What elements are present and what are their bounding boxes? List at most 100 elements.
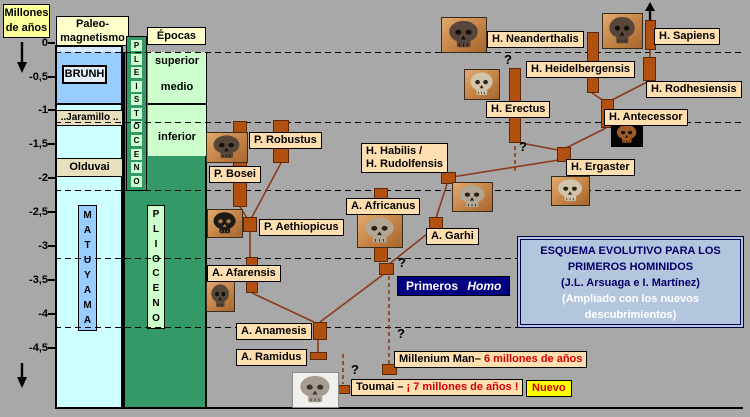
axis-tick-label: -3 <box>38 240 48 252</box>
label-h-neanderthalis: H. Neanderthalis <box>487 31 584 48</box>
stack-letter: I <box>131 80 142 92</box>
axis-tick-mark <box>48 109 55 111</box>
holocene-strip <box>57 47 121 52</box>
toumai-label: Toumai – ¡ 7 millones de años ! <box>351 379 524 396</box>
axis-tick-label: -4,5 <box>29 342 48 354</box>
axis-unit-line1: Millones <box>4 7 49 19</box>
stack-letter: O <box>152 312 160 324</box>
label-a-anamesis: A. Anamesis <box>236 323 312 340</box>
stack-letter: T <box>131 107 142 119</box>
skull-icon <box>213 212 236 234</box>
paleomagnetism-header: Paleo- magnetismo <box>56 16 129 46</box>
skull-icon <box>616 124 637 143</box>
millenium-man-age: 6 millones de años <box>480 353 583 365</box>
junction-node <box>379 263 394 275</box>
epoch-inferior-label: inferior <box>158 131 196 143</box>
stack-letter: O <box>131 175 142 187</box>
label-h-antecessor: H. Antecessor <box>604 109 688 126</box>
stack-letter: O <box>131 121 142 133</box>
paleomagnetism-header-line2: magnetismo <box>60 32 125 44</box>
lineage-connector <box>251 292 315 323</box>
uncertainty-question-mark: ? <box>397 326 405 341</box>
lineage-connector <box>565 127 607 149</box>
axis-tick-mark <box>48 313 55 315</box>
stack-letter: M <box>83 299 92 311</box>
stack-letter: U <box>83 254 92 266</box>
lineage-connector <box>251 162 282 218</box>
toumai-text: Toumai – <box>356 381 404 393</box>
label-a-africanus: A. Africanus <box>346 198 421 215</box>
primeros-homo-text: Primeros <box>406 279 459 293</box>
label-p-aethiopicus: P. Aethiopicus <box>259 219 344 236</box>
afarensis-skull-image <box>206 281 235 312</box>
label-h-habilis-line2: H. Rudolfensis <box>366 158 444 170</box>
info-box: ESQUEMA EVOLUTIVO PARA LOS PRIMEROS HOMI… <box>517 236 744 328</box>
olduvai-band: Olduvai <box>56 158 123 177</box>
stack-letter: E <box>131 148 142 160</box>
uncertainty-question-mark: ? <box>398 255 406 270</box>
info-line4: (Ampliado con los nuevos <box>562 293 699 305</box>
stack-letter: P <box>131 40 142 52</box>
axis-arrow-top-head <box>17 62 27 73</box>
axis-tick-mark <box>48 76 55 78</box>
stack-letter: P <box>152 209 160 221</box>
habilis-skull-image <box>452 182 493 212</box>
stack-letter: C <box>131 134 142 146</box>
label-p-robustus: P. Robustus <box>249 132 322 149</box>
bosei-skull-image <box>206 132 248 163</box>
stack-letter: A <box>83 314 92 326</box>
skull-icon <box>558 179 583 202</box>
axis-tick-mark <box>48 143 55 145</box>
stack-letter: T <box>84 239 91 251</box>
lineage-connector <box>451 159 560 178</box>
lineage-connector <box>435 183 448 219</box>
brunh-label: BRUNH <box>62 65 107 84</box>
sapiens-skull-image <box>602 13 643 49</box>
axis-tick-label: -2,5 <box>29 206 48 218</box>
axis-tick-mark <box>48 347 55 349</box>
toumai-skull-image <box>292 372 339 408</box>
bottom-frame-line <box>55 407 743 409</box>
stack-letter: A <box>83 284 92 296</box>
axis-tick-label: -2 <box>38 172 48 184</box>
epochs-header: Épocas <box>147 27 206 45</box>
axis-tick-label: -0,5 <box>29 71 48 83</box>
uncertainty-question-mark: ? <box>519 139 527 154</box>
primeros-homo-italic: Homo <box>467 279 502 293</box>
label-a-ramidus: A. Ramidus <box>236 349 307 366</box>
erectus-skull-image <box>464 69 500 100</box>
axis-tick-label: 0 <box>41 37 48 49</box>
label-a-garhi: A. Garhi <box>426 228 479 245</box>
stack-letter: E <box>131 67 142 79</box>
label-h-erectus: H. Erectus <box>486 101 551 118</box>
axis-unit-line2: de años <box>5 22 48 34</box>
lineage-connector <box>387 229 433 266</box>
info-line1: ESQUEMA EVOLUTIVO PARA LOS <box>540 245 721 257</box>
axis-tick-mark <box>48 279 55 281</box>
axis-tick-mark <box>48 177 55 179</box>
lineage-connector <box>239 206 248 219</box>
skull-icon <box>470 72 493 95</box>
stack-letter: S <box>131 94 142 106</box>
rodhesiensis-range-bar <box>643 57 656 81</box>
info-line2: PRIMEROS HOMINIDOS <box>567 261 694 273</box>
info-line3: (J.L. Arsuaga e I. Martínez) <box>561 277 700 289</box>
lineage-connector <box>520 142 559 151</box>
stack-letter: L <box>131 53 142 65</box>
axis-tick-label: -1,5 <box>29 138 48 150</box>
stack-letter: Y <box>84 269 91 281</box>
ramidus-node <box>310 352 327 360</box>
millenium-man-text: Millenium Man– <box>399 353 481 365</box>
stack-letter: M <box>83 209 92 221</box>
epoch-superior-label: superior <box>154 55 199 67</box>
skull-icon <box>211 284 229 307</box>
ergaster-range-bar <box>557 147 571 162</box>
axis-tick-label: -4 <box>38 308 48 320</box>
axis-tick-label: -1 <box>38 104 48 116</box>
label-h-heidelbergensis: H. Heidelbergensis <box>526 61 636 78</box>
stack-letter: N <box>152 297 160 309</box>
antecessor-skull-image <box>611 122 643 147</box>
stack-letter: O <box>152 253 160 265</box>
